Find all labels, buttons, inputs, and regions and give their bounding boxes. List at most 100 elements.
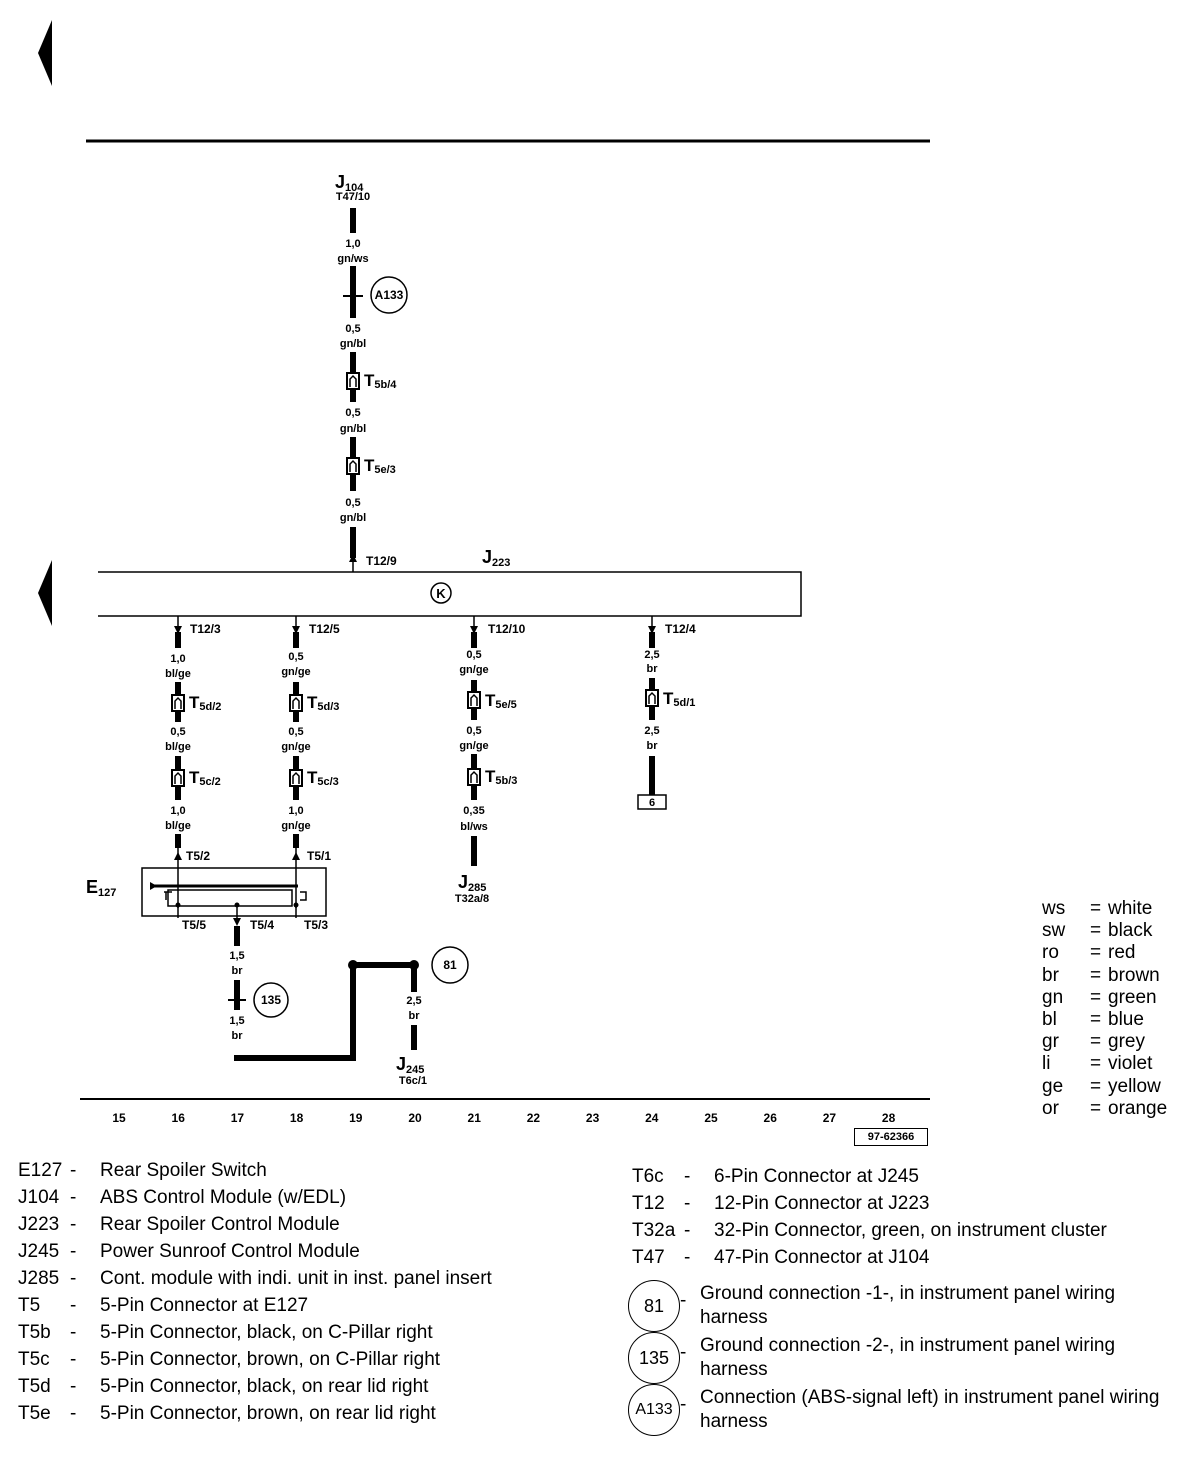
pin-t5-2: T5/2 [186, 849, 210, 863]
wire-size: 0,5 [466, 649, 481, 661]
ground-key-135: 135 - Ground connection -2-, in instrume… [628, 1332, 1188, 1384]
connector-t5b-3-label: T5b/3 [485, 767, 517, 787]
color-legend-row: gn=green [1042, 986, 1157, 1008]
connector-t5b-4-label: T5b/4 [364, 371, 397, 391]
terminal-6-label: 6 [649, 797, 655, 809]
connector-t5d-1-label: T5d/1 [663, 689, 695, 709]
key-row: T5c-5-Pin Connector, brown, on C-Pillar … [18, 1348, 441, 1370]
circuit-18: T12/5 0,5 gn/ge T5d/3 0,5 gn/ge T5c/3 1,… [281, 616, 340, 868]
wire-color: gn/bl [340, 423, 366, 435]
component-key-left: E127-Rear Spoiler Switch J104-ABS Contro… [18, 1157, 578, 1427]
wire-color: br [232, 965, 244, 977]
wire-color: br [232, 1030, 244, 1042]
wire-size: 2,5 [644, 725, 659, 737]
wire-size: 2,5 [644, 649, 659, 661]
track-number: 25 [704, 1111, 718, 1125]
e127-label: E127 [86, 877, 116, 899]
wire-size: 0,35 [463, 805, 484, 817]
ground-circle-81 [431, 946, 469, 984]
key-row: J223-Rear Spoiler Control Module [18, 1213, 340, 1235]
pin-t12-9: T12/9 [366, 554, 397, 568]
ground-circle-icon: 81 [628, 1280, 680, 1332]
ground-label-135: 135 [261, 993, 281, 1007]
wire-color: br [647, 663, 659, 675]
wire-color: gn/ge [281, 820, 310, 832]
ground-label-81: 81 [443, 958, 457, 972]
key-row: T5-5-Pin Connector at E127 [18, 1294, 309, 1316]
track-number: 16 [172, 1111, 186, 1125]
ground-key-desc: Ground connection -1-, in instrument pan… [700, 1283, 1116, 1328]
previous-page-arrow-icon-2[interactable] [38, 560, 52, 626]
connector-t5e-5-label: T5e/5 [485, 691, 517, 711]
wire-size: 1,5 [229, 1015, 244, 1027]
pin-t5-5: T5/5 [182, 918, 206, 932]
track-number: 17 [231, 1111, 245, 1125]
track-number: 15 [112, 1111, 126, 1125]
connector-icon [171, 769, 185, 787]
circuit-24: T12/4 2,5 br T5d/1 2,5 br 6 [637, 616, 696, 810]
connector-icon [289, 769, 303, 787]
track-number: 27 [823, 1111, 837, 1125]
wire-color: br [409, 1010, 421, 1022]
wire-color: bl/ws [460, 821, 488, 833]
color-legend-row: bl=blue [1042, 1009, 1144, 1031]
track-number: 18 [290, 1111, 304, 1125]
wire-color: gn/ge [459, 664, 488, 676]
control-module-symbol-icon [430, 582, 452, 604]
key-row: J104-ABS Control Module (w/EDL) [18, 1186, 347, 1208]
key-row: T6c-6-Pin Connector at J245 [632, 1165, 919, 1187]
track-number: 19 [349, 1111, 363, 1125]
connector-t5c-2-label: T5c/2 [189, 768, 221, 788]
reference-number: 97-62366 [854, 1128, 928, 1146]
wire-color: gn/ge [459, 740, 488, 752]
ground-key-desc: Connection (ABS-signal left) in instrume… [700, 1387, 1160, 1432]
track-number: 26 [764, 1111, 778, 1125]
pin-t5-1: T5/1 [307, 849, 331, 863]
control-module-symbol: K [436, 586, 446, 601]
wire-size: 0,5 [466, 725, 481, 737]
color-legend-row: ws=white [1042, 898, 1153, 919]
connector-t5e-3-label: T5e/3 [364, 456, 396, 476]
j223-label: J223 [482, 547, 510, 569]
pin-t12-10: T12/10 [488, 622, 526, 636]
wire-color: br [647, 740, 659, 752]
ground-circle-icon: A133 [628, 1384, 680, 1436]
wire-size: 0,5 [288, 651, 303, 663]
key-row: T47-47-Pin Connector at J104 [632, 1246, 930, 1268]
key-row: T32a-32-Pin Connector, green, on instrum… [632, 1219, 1107, 1241]
pin-t12-5: T12/5 [309, 622, 340, 636]
color-legend: ws=white sw=black ro=red br=brown gn=gre… [1042, 898, 1167, 1120]
wire-color: bl/ge [165, 741, 191, 753]
color-legend-row: ro=red [1042, 942, 1136, 964]
connector-icon [645, 689, 659, 707]
previous-page-arrow-icon[interactable] [38, 20, 52, 86]
key-row: T5d-5-Pin Connector, black, on rear lid … [18, 1375, 429, 1397]
pin-t5-4: T5/4 [250, 918, 274, 932]
key-row: E127-Rear Spoiler Switch [18, 1159, 267, 1181]
component-key-right: T6c-6-Pin Connector at J245 T12-12-Pin C… [632, 1163, 1192, 1271]
color-legend-row: gr=grey [1042, 1031, 1145, 1053]
key-row: J285-Cont. module with indi. unit in ins… [18, 1267, 492, 1289]
color-legend-row: or=orange [1042, 1097, 1168, 1119]
connector-icon [467, 691, 481, 709]
ground-circle-135 [253, 982, 289, 1018]
wire-color: gn/ge [281, 666, 310, 678]
j223-module-box [98, 571, 802, 617]
wire-color: bl/ge [165, 668, 191, 680]
connector-icon [289, 694, 303, 712]
connector-t5d-3-label: T5d/3 [307, 693, 339, 713]
wire-size: 1,0 [170, 653, 185, 665]
pin-t5-3: T5/3 [304, 918, 328, 932]
j104-label: J104 [335, 172, 364, 194]
track-number: 23 [586, 1111, 600, 1125]
wire-size: 0,5 [170, 726, 185, 738]
track-number: 21 [468, 1111, 482, 1125]
ground-label-a133: A133 [375, 288, 404, 302]
color-legend-row: br=brown [1042, 964, 1160, 986]
ground-circle-a133 [370, 276, 408, 314]
connector-t5c-3-label: T5c/3 [307, 768, 339, 788]
track-number: 28 [882, 1111, 896, 1125]
color-legend-row: sw=black [1042, 920, 1153, 942]
key-row: J245-Power Sunroof Control Module [18, 1240, 360, 1262]
